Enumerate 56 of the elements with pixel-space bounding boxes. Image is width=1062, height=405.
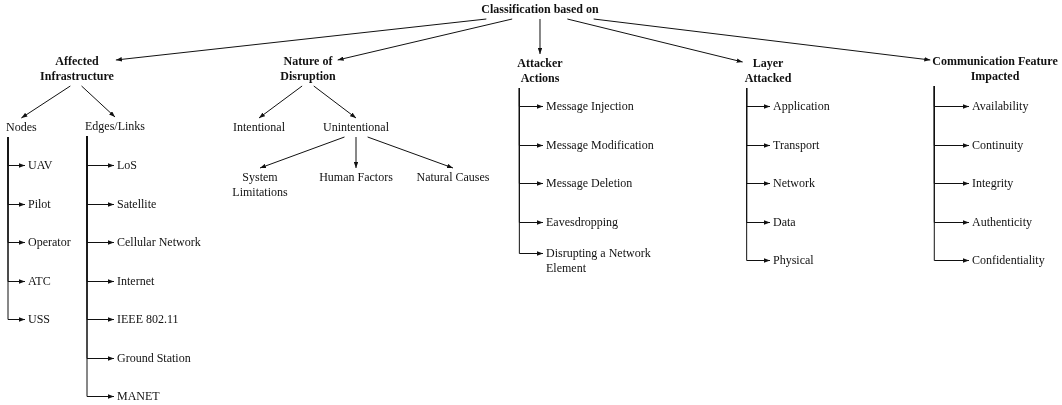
- item-label: Intentional: [219, 120, 299, 135]
- item-label: Physical: [773, 253, 814, 268]
- arrow: [593, 18, 931, 62]
- item-label: Confidentiality: [972, 253, 1045, 268]
- item-label: Integrity: [972, 176, 1014, 191]
- arrow: [353, 136, 359, 169]
- item-label: Human Factors: [316, 170, 396, 185]
- item-label: Eavesdropping: [546, 215, 618, 230]
- item-label: UAV: [28, 158, 53, 173]
- item-label: Transport: [773, 138, 820, 153]
- item-label: LoS: [117, 158, 137, 173]
- arrow: [81, 85, 116, 118]
- item-label: Pilot: [28, 197, 51, 212]
- item-label: System Limitations: [220, 170, 300, 200]
- item-label: USS: [28, 312, 50, 327]
- root-heading: Classification based on: [440, 2, 640, 17]
- item-label: ATC: [28, 274, 51, 289]
- item-label: MANET: [117, 389, 160, 404]
- item-label: Unintentional: [311, 120, 401, 135]
- arrow: [20, 85, 71, 119]
- arrow: [313, 85, 357, 119]
- arrow: [537, 18, 543, 55]
- item-label: Authenticity: [972, 215, 1032, 230]
- item-label: Nodes: [6, 120, 37, 135]
- arrow: [337, 18, 513, 61]
- item-label: Cellular Network: [117, 235, 201, 250]
- arrow: [115, 18, 487, 62]
- item-label: Internet: [117, 274, 155, 289]
- arrow: [746, 87, 771, 263]
- item-label: Network: [773, 176, 815, 191]
- item-label: Satellite: [117, 197, 157, 212]
- item-label: Ground Station: [117, 351, 191, 366]
- item-label: Disrupting a Network Element: [546, 246, 681, 276]
- item-label: Application: [773, 99, 830, 114]
- item-label: Continuity: [972, 138, 1024, 153]
- item-label: Message Deletion: [546, 176, 633, 191]
- arrow: [258, 85, 303, 119]
- category-heading: Nature of Disruption: [263, 54, 353, 84]
- arrow: [933, 85, 970, 263]
- category-heading: Attacker Actions: [505, 56, 575, 86]
- category-heading: Layer Attacked: [733, 56, 803, 86]
- category-heading: Communication Feature Impacted: [930, 54, 1060, 84]
- item-label: Availability: [972, 99, 1029, 114]
- item-label: Edges/Links: [85, 119, 145, 134]
- item-label: Message Injection: [546, 99, 634, 114]
- arrow: [518, 87, 544, 256]
- item-label: Operator: [28, 235, 71, 250]
- arrow: [367, 136, 454, 169]
- item-label: Data: [773, 215, 796, 230]
- arrow: [566, 18, 744, 63]
- item-label: Natural Causes: [413, 170, 493, 185]
- item-label: IEEE 802.11: [117, 312, 179, 327]
- arrow: [7, 136, 26, 322]
- item-label: Message Modification: [546, 138, 654, 153]
- category-heading: Affected Infrastructure: [22, 54, 132, 84]
- arrow: [259, 136, 345, 169]
